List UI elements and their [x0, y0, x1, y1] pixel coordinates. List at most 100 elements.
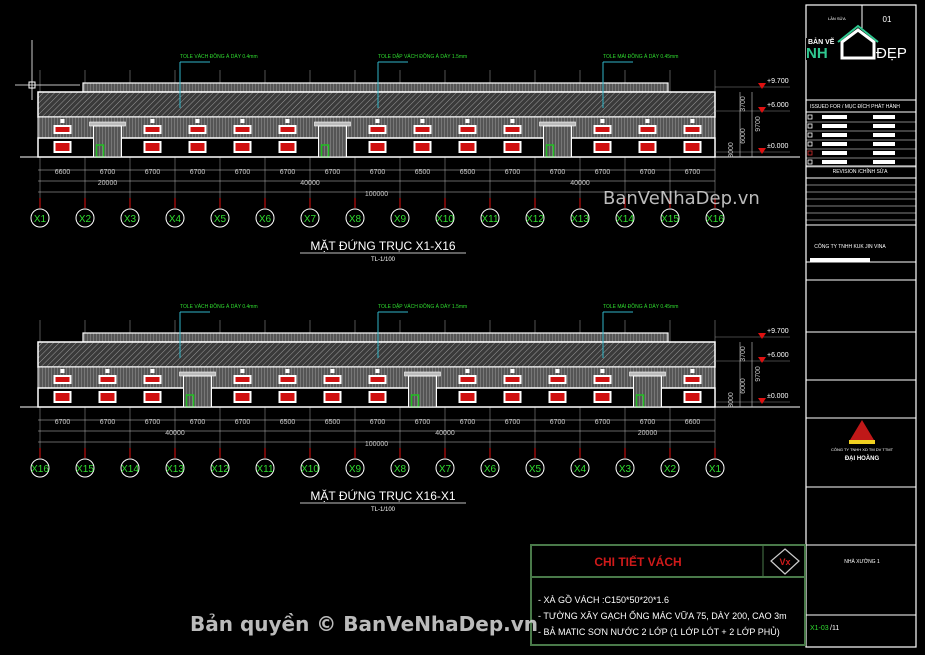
upper-window [280, 377, 295, 382]
lower-window [55, 143, 70, 151]
revision-label: REVISION /CHỈNH SỬA [833, 168, 888, 175]
detail-frame [530, 544, 806, 646]
axis-bubble [255, 208, 275, 228]
redacted-field [873, 115, 895, 119]
redacted-field [822, 115, 847, 119]
height-dimension: 6000 [740, 378, 747, 394]
upper-window [550, 377, 565, 382]
bay-dimension: 6500 [325, 419, 341, 426]
level-label: +6.000 [767, 352, 789, 359]
segment-dimension: 20000 [98, 180, 118, 187]
redacted-field [822, 160, 847, 164]
issued-for-label: ISSUED FOR / MỤC ĐÍCH PHÁT HÀNH [810, 103, 900, 110]
lower-window [505, 393, 520, 401]
total-dimension: 100000 [365, 191, 388, 198]
height-dimension: 3000 [728, 392, 735, 408]
axis-label: X7 [439, 464, 452, 475]
bay-dimension: 6700 [595, 419, 611, 426]
axis-label: X7 [304, 214, 317, 225]
level-label: +6.000 [767, 102, 789, 109]
axis-bubble [210, 458, 230, 478]
axis-bubble [435, 208, 455, 228]
bay-dimension: 6700 [235, 419, 251, 426]
louver [465, 119, 470, 123]
bay-dimension: 6700 [190, 419, 206, 426]
louver [420, 119, 425, 123]
lower-window [685, 393, 700, 401]
rolling-door [318, 125, 347, 158]
material-label: TOLE MÁI ĐỒNG Á DÀY 0.45mm [603, 303, 678, 310]
lower-window [595, 143, 610, 151]
louver [555, 369, 560, 373]
louver [375, 119, 380, 123]
upper-window [685, 127, 700, 132]
axis-label: X6 [259, 214, 272, 225]
axis-label: X8 [394, 464, 407, 475]
bay-dimension: 6700 [325, 169, 341, 176]
detail-note: - BẢ MATIC SƠN NƯỚC 2 LỚP (1 LỚP LÓT + 2… [538, 626, 780, 637]
lower-window [370, 393, 385, 401]
bay-dimension: 6600 [685, 419, 701, 426]
axis-bubble [570, 208, 590, 228]
project-name: NHÀ XƯỞNG 1 [844, 558, 880, 565]
bay-dimension: 6700 [550, 169, 566, 176]
upper-window [685, 377, 700, 382]
axis-label: X3 [124, 214, 137, 225]
logo-text: BẢN VẼ [808, 37, 835, 46]
segment-dimension: 40000 [435, 430, 455, 437]
louver [600, 119, 605, 123]
lower-window [190, 143, 205, 151]
axis-bubble [705, 208, 725, 228]
door-canopy [539, 121, 576, 127]
upper-window [280, 127, 295, 132]
axis-bubble [480, 208, 500, 228]
louver [465, 369, 470, 373]
elevation-scale: TL-1/100 [371, 257, 396, 263]
height-dimension: 6000 [740, 128, 747, 144]
axis-bubble [300, 458, 320, 478]
axis-label: X1 [709, 464, 722, 475]
louver [645, 119, 650, 123]
bay-dimension: 6700 [145, 419, 161, 426]
redacted-field [822, 124, 847, 128]
bay-dimension: 6700 [505, 419, 521, 426]
contractor-name: ĐẠI HOÀNG [845, 455, 880, 462]
axis-bubble [165, 458, 185, 478]
level-label: +9.700 [767, 78, 789, 85]
checkbox [807, 114, 813, 120]
material-label: TOLE MÁI ĐỒNG Á DÀY 0.45mm [603, 53, 678, 60]
bay-dimension: 6700 [640, 419, 656, 426]
axis-label: X1 [34, 214, 47, 225]
redacted-field [873, 160, 895, 164]
louver [195, 119, 200, 123]
axis-bubble [120, 208, 140, 228]
louver [60, 369, 65, 373]
louver [690, 119, 695, 123]
axis-label: X13 [166, 464, 184, 475]
bay-dimension: 6500 [415, 169, 431, 176]
louver [240, 119, 245, 123]
contractor-name: CÔNG TY TNHH XD TM DV TTMT [831, 447, 894, 452]
louver [330, 369, 335, 373]
axis-label: X2 [79, 214, 92, 225]
upper-window [235, 127, 250, 132]
bay-dimension: 6700 [280, 169, 296, 176]
upper-window [505, 127, 520, 132]
segment-dimension: 40000 [165, 430, 185, 437]
lower-window [550, 393, 565, 401]
bay-dimension: 6500 [280, 419, 296, 426]
axis-label: X10 [436, 214, 454, 225]
logo-bg [806, 38, 866, 60]
axis-bubble [525, 458, 545, 478]
title-block-frame [805, 4, 917, 648]
upper-window [55, 127, 70, 132]
level-marker-icon [758, 148, 766, 154]
axis-bubble [75, 208, 95, 228]
lower-window [55, 393, 70, 401]
axis-bubble [30, 458, 50, 478]
client-name: CÔNG TY TNHH KUK JIN VINA [814, 243, 886, 250]
lower-window [235, 143, 250, 151]
logo-roof-icon [837, 24, 879, 43]
louver [285, 369, 290, 373]
